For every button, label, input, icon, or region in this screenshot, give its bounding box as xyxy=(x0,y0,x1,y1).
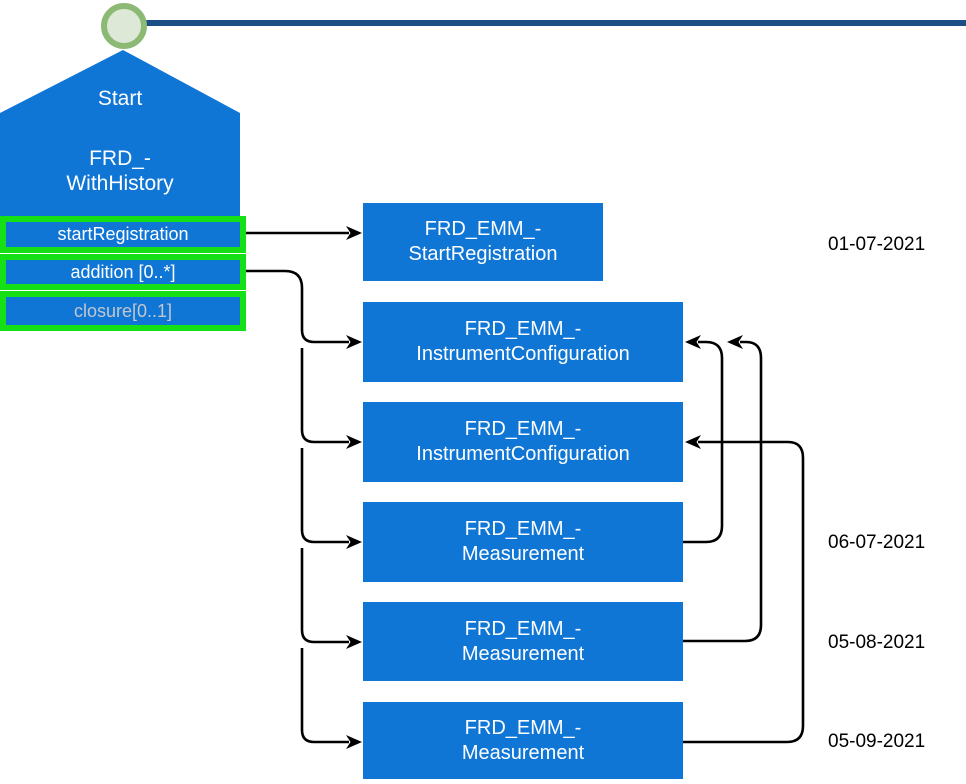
event-box-line1: FRD_EMM_- xyxy=(464,318,582,340)
row-addition: addition [0..*] xyxy=(0,254,246,290)
start-node-name-line2: WithHistory xyxy=(66,172,174,195)
addition-branch-4 xyxy=(300,548,349,644)
row-label: addition [0..*] xyxy=(70,261,176,282)
arrowhead-icon xyxy=(727,335,743,349)
start-node-pentagon xyxy=(0,50,240,217)
row-closure: closure[0..1] xyxy=(0,291,246,331)
event-box-line2: Measurement xyxy=(461,543,585,565)
event-box-line1: FRD_EMM_- xyxy=(464,617,582,640)
arrowhead-icon xyxy=(685,335,701,349)
event-box-line1: FRD_EMM_- xyxy=(464,716,582,739)
row-label: closure[0..1] xyxy=(73,300,173,321)
event-box-line1: FRD_EMM_- xyxy=(424,218,542,240)
event-box-start-registration: FRD_EMM_- StartRegistration xyxy=(363,203,603,281)
event-box-line2: Measurement xyxy=(461,642,585,665)
arrowhead-icon xyxy=(346,226,362,240)
event-box-line2: StartRegistration xyxy=(408,243,558,265)
row-label: startRegistration xyxy=(57,224,189,244)
timeline-line xyxy=(145,20,966,26)
addition-branch-1 xyxy=(300,288,349,344)
arrowhead-icon xyxy=(346,435,362,449)
start-node-name: FRD_- WithHistory xyxy=(0,146,240,196)
arrowhead-icon xyxy=(346,735,362,749)
backref-measurement2 xyxy=(683,340,763,643)
row-start-registration: startRegistration xyxy=(0,216,246,253)
event-box-measurement-2: FRD_EMM_- Measurement xyxy=(363,602,683,681)
timeline-start-circle-icon xyxy=(101,3,147,49)
event-box-instrument-configuration-1: FRD_EMM_- InstrumentConfiguration xyxy=(363,302,683,382)
date-label-measurement-2: 05-08-2021 xyxy=(828,632,926,653)
addition-branch-2 xyxy=(300,348,349,444)
event-box-measurement-1: FRD_EMM_- Measurement xyxy=(363,502,683,582)
event-box-instrument-configuration-2: FRD_EMM_- InstrumentConfiguration xyxy=(363,402,683,482)
addition-connector xyxy=(246,269,304,289)
event-box-line2: Measurement xyxy=(461,741,585,764)
start-node-name-line1: FRD_- xyxy=(89,147,151,170)
event-box-line1: FRD_EMM_- xyxy=(464,518,582,540)
start-node-title: Start xyxy=(97,87,143,110)
event-box-line2: InstrumentConfiguration xyxy=(416,443,630,465)
date-label-measurement-1: 06-07-2021 xyxy=(828,532,926,553)
arrowhead-icon xyxy=(346,535,362,549)
date-label-start-registration: 01-07-2021 xyxy=(828,234,926,255)
addition-branch-5 xyxy=(300,648,349,744)
event-box-line1: FRD_EMM_- xyxy=(464,418,582,440)
addition-branch-3 xyxy=(300,448,349,544)
arrowhead-icon xyxy=(685,435,701,449)
date-label-measurement-3: 05-09-2021 xyxy=(828,731,926,752)
event-box-measurement-3: FRD_EMM_- Measurement xyxy=(363,702,683,779)
event-box-line2: InstrumentConfiguration xyxy=(416,343,630,365)
backref-measurement3 xyxy=(683,440,805,744)
arrowhead-icon xyxy=(346,335,362,349)
arrowhead-icon xyxy=(346,635,362,649)
